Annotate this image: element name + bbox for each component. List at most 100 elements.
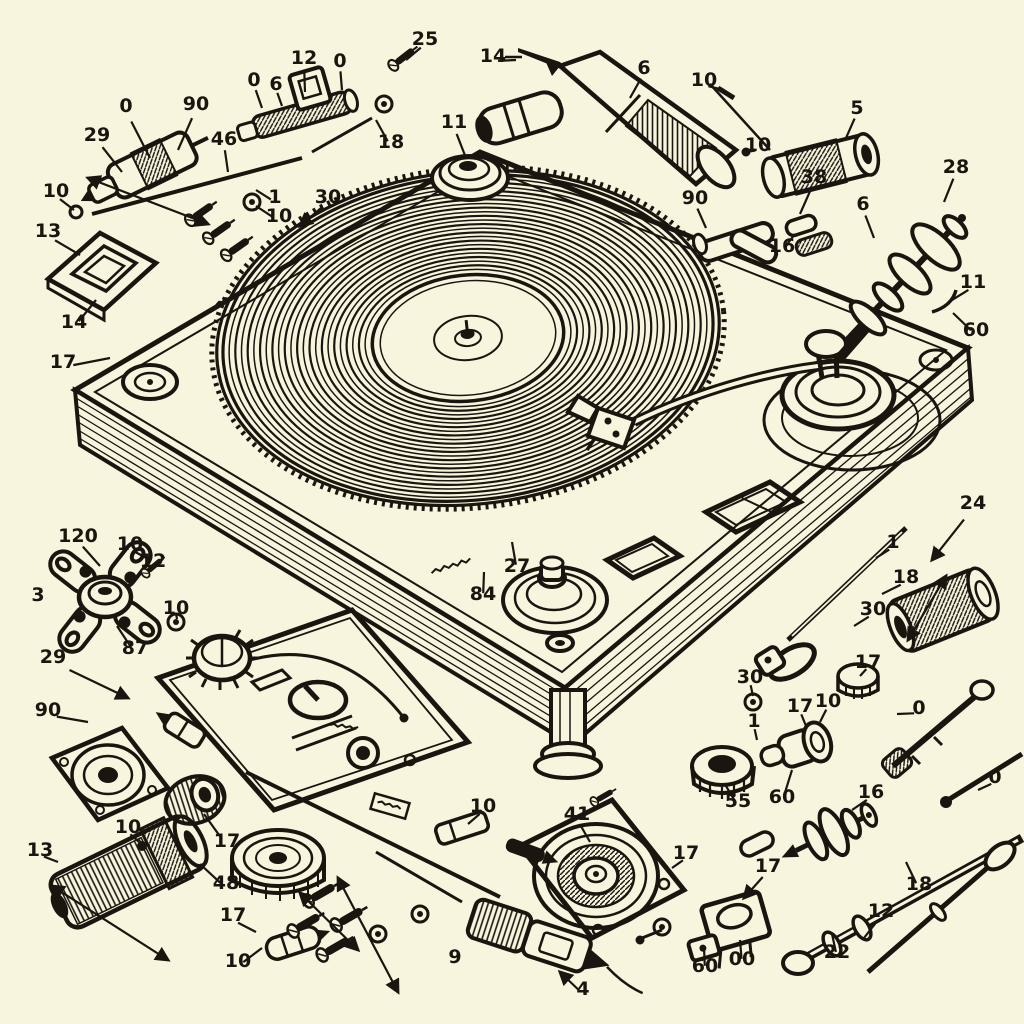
callout-leader-line	[819, 709, 828, 723]
long-screw	[880, 679, 995, 779]
part-callout-label: 5	[850, 97, 863, 119]
callout-leader-line	[375, 119, 389, 142]
part-callout-label: 10	[117, 533, 143, 555]
disc-plate	[48, 725, 172, 823]
part-callout-label: 55	[725, 790, 751, 812]
wood-grain-right	[565, 357, 973, 738]
part-callout-label: 0	[247, 69, 260, 91]
part-callout-label: 0	[119, 95, 132, 117]
part-callout-label: 1	[268, 186, 281, 208]
callout-leader-line	[977, 782, 992, 791]
callout-leader-line	[176, 117, 194, 151]
callout-leader-line	[255, 205, 275, 219]
part-callout-label: 10	[163, 597, 189, 619]
t-adapter	[692, 213, 834, 265]
part-callout-label: 48	[213, 872, 239, 894]
washer	[410, 904, 430, 924]
screw	[181, 195, 222, 230]
callout-leader-line	[82, 545, 101, 567]
part-callout-label: 6	[856, 193, 869, 215]
callout-leader-line	[578, 823, 591, 843]
callout-leader-line	[129, 833, 140, 843]
part-callout-label: 17	[214, 830, 240, 852]
knurled-cup	[690, 745, 756, 799]
part-callout-label: 28	[943, 156, 969, 178]
spider-motor-mount	[48, 540, 162, 654]
right-foot-isolator	[918, 348, 954, 372]
callout-leader-line	[702, 946, 706, 966]
part-callout-label: 11	[960, 271, 986, 293]
callout-leader-line	[859, 668, 868, 677]
part-callout-label: 10	[266, 205, 292, 227]
bullet-cylinder	[475, 90, 564, 146]
part-callout-label: 0	[988, 766, 1001, 788]
part-callout-label: 3	[31, 584, 44, 606]
spindle-stack	[781, 802, 879, 862]
elbow-connector	[759, 720, 834, 769]
tonearm-assembly	[565, 214, 969, 472]
part-callout-label: 18	[906, 873, 932, 895]
callout-leader-line	[875, 548, 890, 559]
part-callout-label: 9	[448, 946, 461, 968]
panel-wire	[249, 653, 406, 719]
part-callout-label: 12	[291, 47, 317, 69]
part-callout-label: 29	[40, 646, 66, 668]
part-callout-label: 60	[692, 955, 718, 977]
callout-leader-line	[237, 921, 257, 933]
callout-leader-line	[741, 876, 764, 901]
part-callout-label: 60	[963, 319, 989, 341]
pin-rod	[709, 83, 771, 151]
callout-leader-line	[951, 289, 969, 301]
long-screw	[940, 751, 1024, 808]
screw	[199, 213, 240, 248]
part-callout-label: 13	[27, 839, 53, 861]
part-callout-label: 90	[35, 699, 61, 721]
part-callout-label: 120	[58, 525, 98, 547]
callout-leader-line	[43, 855, 59, 864]
callout-leader-line	[557, 969, 579, 991]
callout-leader-line	[73, 356, 111, 367]
callout-leader-line	[738, 939, 743, 959]
callout-leader-line	[101, 146, 123, 173]
panel-slots	[249, 668, 357, 752]
callout-leader-line	[510, 541, 517, 565]
callout-leader-line	[881, 583, 902, 595]
rod	[375, 850, 463, 904]
corner-post-foot	[533, 688, 603, 780]
part-callout-label: 10	[691, 69, 717, 91]
callout-leader-line	[199, 863, 222, 884]
part-callout-label: 4	[576, 978, 589, 1000]
spindle-cap	[430, 154, 510, 202]
part-callout-label: 17	[855, 651, 881, 673]
cartridge-body	[686, 889, 772, 969]
wood-grain-left	[75, 397, 572, 737]
large-barrel	[545, 49, 740, 190]
nut	[68, 204, 84, 220]
washer	[368, 924, 388, 944]
counterweight-stack	[834, 214, 969, 364]
callout-leader-line	[482, 571, 486, 594]
part-callout-label: 41	[564, 803, 590, 825]
callout-leader-line	[905, 861, 918, 884]
callout-leader-line	[942, 178, 955, 203]
part-callout-label: 11	[441, 111, 467, 133]
part-callout-label: 90	[183, 93, 209, 115]
callout-leader-line	[56, 715, 89, 724]
callout-leader-line	[708, 85, 725, 92]
callout-leader-line	[853, 615, 870, 627]
callout-leader-line	[254, 89, 264, 109]
callout-leader-line	[242, 947, 263, 964]
dome-bearing-cover	[501, 555, 609, 653]
part-callout-label: 17	[787, 695, 813, 717]
part-callout-label: 30	[737, 666, 763, 688]
part-callout-label: 1	[747, 710, 760, 732]
square-adapter-plate	[44, 230, 160, 323]
wire-hook	[931, 289, 958, 314]
callout-leader-line	[59, 198, 75, 211]
panel-screw	[403, 753, 417, 767]
part-callout-label: 17	[50, 351, 76, 373]
callout-leader-line	[896, 712, 915, 716]
part-callout-label: 16	[769, 235, 795, 257]
callout-leader-line	[844, 118, 856, 139]
